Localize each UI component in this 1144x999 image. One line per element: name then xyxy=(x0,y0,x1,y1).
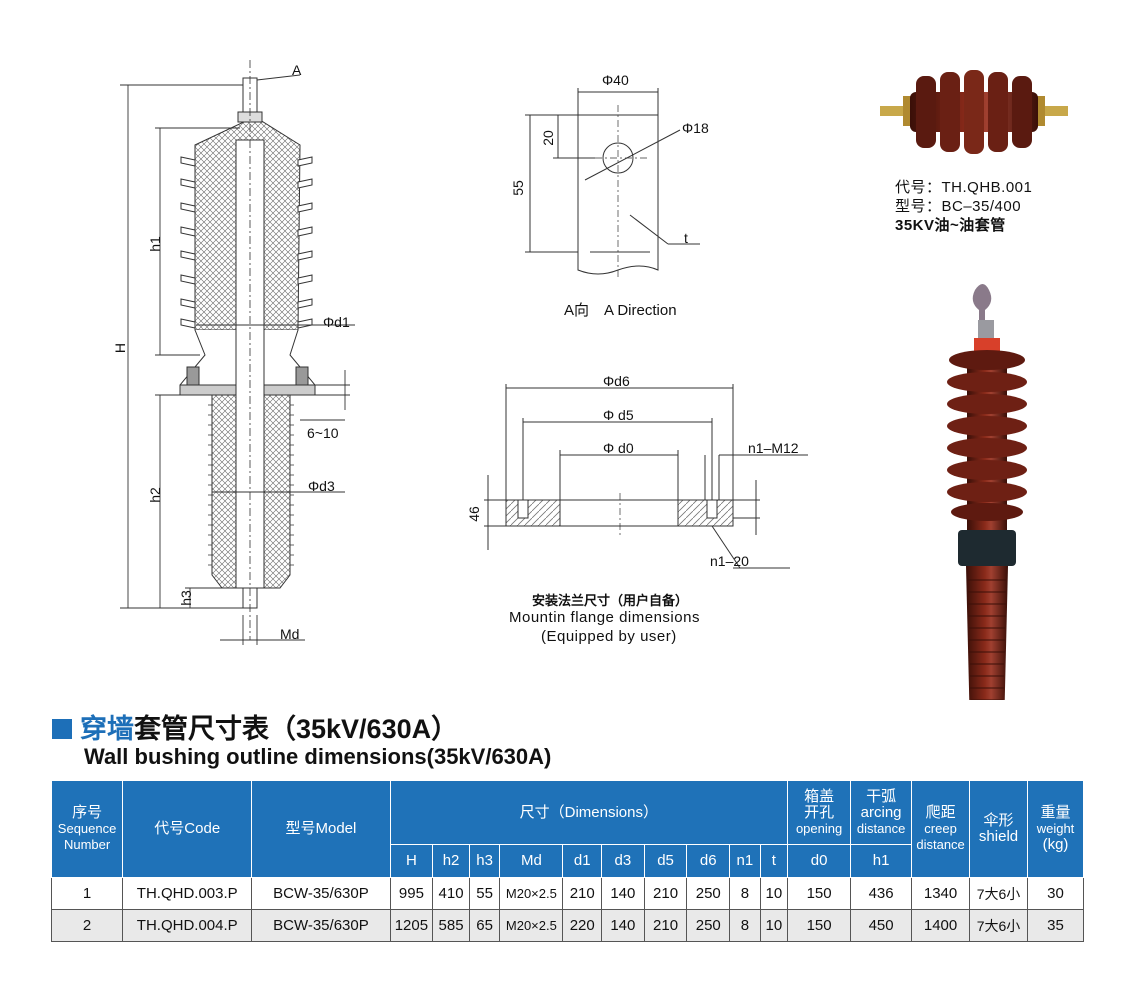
cell-Md: M20×2.5 xyxy=(499,877,564,910)
cell-seq: 1 xyxy=(50,877,124,910)
label-H: H xyxy=(112,342,129,354)
photo-desc: 35KV油~油套管 xyxy=(895,217,1006,234)
th-dims: 尺寸（Dimensions） xyxy=(389,780,789,845)
heading-square-icon xyxy=(52,719,72,739)
cell-t: 10 xyxy=(759,877,789,910)
th-d3: d3 xyxy=(601,844,645,878)
photo-model: 型号：BC–35/400 xyxy=(895,198,1022,215)
label-phi18: Φ18 xyxy=(682,120,709,136)
table-heading: 穿墙套管尺寸表（35kV/630A） xyxy=(52,707,458,746)
dimensions-table: 序号 Sequence Number 代号Code 型号Model 尺寸（Dim… xyxy=(50,780,1084,942)
cell-code: TH.QHD.004.P xyxy=(122,909,253,942)
th-d5: d5 xyxy=(643,844,688,878)
oil-bushing-photo xyxy=(880,70,1068,154)
cell-d6: 250 xyxy=(686,877,731,910)
th-code: 代号Code xyxy=(122,780,253,878)
cell-d3: 140 xyxy=(601,909,645,942)
th-arc: 干弧 arcing distance xyxy=(850,780,913,845)
flange-caption-cn: 安装法兰尺寸（用户自备） xyxy=(532,593,689,608)
cell-seq: 2 xyxy=(50,909,124,942)
cell-h3: 65 xyxy=(468,909,501,942)
th-shield: 伞形 shield xyxy=(969,780,1028,878)
label-h2: h2 xyxy=(146,487,163,503)
cell-n1: 8 xyxy=(729,877,761,910)
th-box: 箱盖 开孔 opening xyxy=(787,780,852,845)
th-H: H xyxy=(389,844,434,878)
photo-code: 代号：TH.QHB.001 xyxy=(895,179,1033,196)
cell-h2: 585 xyxy=(432,909,470,942)
flange-drawing xyxy=(484,384,808,569)
flange-caption-en1: Mountin flange dimensions xyxy=(509,609,700,626)
cell-creep: 1340 xyxy=(911,877,971,910)
label-t: t xyxy=(684,230,688,246)
cell-n1: 8 xyxy=(729,909,761,942)
cell-creep: 1400 xyxy=(911,909,971,942)
th-n1: n1 xyxy=(729,844,761,878)
th-h1: h1 xyxy=(850,844,913,878)
label-md: Md xyxy=(280,626,300,642)
cell-h1: 450 xyxy=(850,909,913,942)
th-model: 型号Model xyxy=(251,780,391,878)
cell-t: 10 xyxy=(759,909,789,942)
cell-d5: 210 xyxy=(643,877,688,910)
bushing-outline-drawing xyxy=(120,60,1068,700)
label-n1-m12: n1–M12 xyxy=(748,440,799,456)
cell-d0: 150 xyxy=(787,877,852,910)
label-phi40: Φ40 xyxy=(602,72,629,88)
label-a: A xyxy=(292,62,302,78)
th-seq: 序号 Sequence Number xyxy=(50,780,124,878)
label-46: 46 xyxy=(465,506,482,522)
th-creep: 爬距 creep distance xyxy=(911,780,971,878)
flange-caption-en2: (Equipped by user) xyxy=(541,628,677,645)
table-row: 2 TH.QHD.004.P BCW-35/630P 1205 585 65 M… xyxy=(50,909,1084,942)
label-20: 20 xyxy=(539,130,556,146)
label-h1: h1 xyxy=(146,236,163,252)
cell-Md: M20×2.5 xyxy=(499,909,564,942)
cell-model: BCW-35/630P xyxy=(251,909,391,942)
th-h2: h2 xyxy=(432,844,470,878)
label-phi-d3: Φd3 xyxy=(308,478,335,494)
cell-h3: 55 xyxy=(468,877,501,910)
label-phi-d5: Φ d5 xyxy=(603,407,634,423)
cell-d1: 210 xyxy=(562,877,603,910)
label-phi-d1: Φd1 xyxy=(323,314,350,330)
label-h3: h3 xyxy=(177,590,194,606)
cell-model: BCW-35/630P xyxy=(251,877,391,910)
cell-d6: 250 xyxy=(686,909,731,942)
photo-caption: 代号：TH.QHB.001 型号：BC–35/400 35KV油~油套管 xyxy=(895,178,1032,235)
table-subheading: Wall bushing outline dimensions(35kV/630… xyxy=(84,744,552,769)
heading-blue: 穿墙 xyxy=(80,714,134,744)
cell-code: TH.QHD.003.P xyxy=(122,877,253,910)
th-h3: h3 xyxy=(468,844,501,878)
label-phi-d0: Φ d0 xyxy=(603,440,634,456)
th-weight: 重量 weight (kg) xyxy=(1027,780,1084,878)
table-row: 1 TH.QHD.003.P BCW-35/630P 995 410 55 M2… xyxy=(50,877,1084,910)
label-n1-20: n1–20 xyxy=(710,553,749,569)
label-phi-d6: Φd6 xyxy=(603,373,630,389)
cell-H: 1205 xyxy=(389,909,434,942)
cell-shield: 7大6小 xyxy=(969,877,1028,910)
th-d6: d6 xyxy=(686,844,731,878)
cell-h2: 410 xyxy=(432,877,470,910)
cell-d0: 150 xyxy=(787,909,852,942)
a-direction-view xyxy=(525,88,700,280)
cell-h1: 436 xyxy=(850,877,913,910)
a-direction-caption: A向 A Direction xyxy=(564,302,677,319)
cell-d3: 140 xyxy=(601,877,645,910)
heading-rest: 套管尺寸表（35kV/630A） xyxy=(134,714,459,744)
th-d0: d0 xyxy=(787,844,852,878)
cell-H: 995 xyxy=(389,877,434,910)
th-d1: d1 xyxy=(562,844,603,878)
label-55: 55 xyxy=(509,180,526,196)
label-6-10: 6~10 xyxy=(307,425,339,441)
cell-d5: 210 xyxy=(643,909,688,942)
cell-weight: 35 xyxy=(1027,909,1084,942)
th-Md: Md xyxy=(499,844,564,878)
cell-d1: 220 xyxy=(562,909,603,942)
cell-weight: 30 xyxy=(1027,877,1084,910)
cell-shield: 7大6小 xyxy=(969,909,1028,942)
th-t: t xyxy=(759,844,789,878)
wall-bushing-photo xyxy=(947,284,1027,700)
